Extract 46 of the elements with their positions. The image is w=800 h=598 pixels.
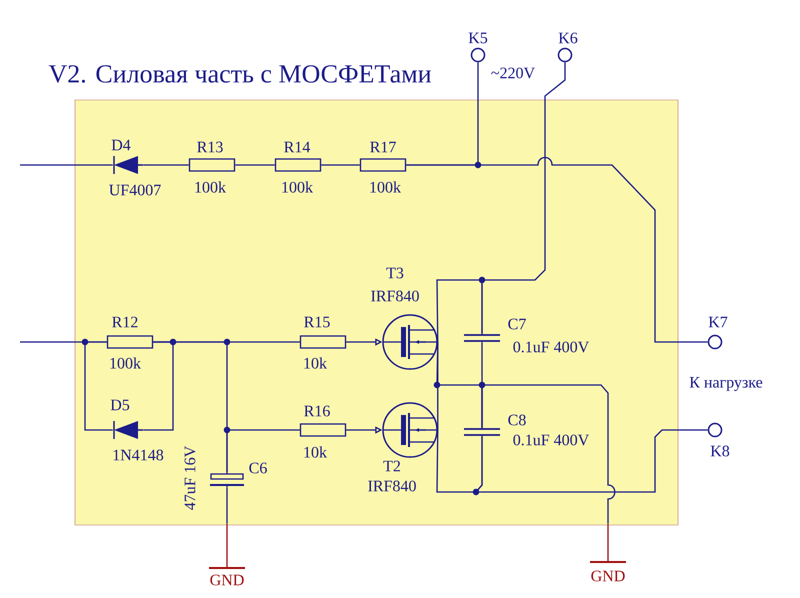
part-label: C6	[249, 462, 267, 474]
wire	[20, 164, 113, 166]
value-label: IRF840	[368, 480, 416, 492]
part-label: T3	[386, 268, 404, 278]
value-label: 100k	[110, 357, 141, 369]
part-label: K7	[708, 316, 728, 328]
value-label: 100k	[282, 181, 313, 193]
part-label: GND	[210, 574, 244, 586]
part-label: C7	[508, 318, 526, 330]
part-label: R16	[304, 406, 330, 416]
part-label: T2	[383, 460, 400, 472]
value-label: 10k	[304, 446, 327, 458]
part-label: GND	[591, 570, 625, 582]
output-label: К нагрузке	[690, 377, 762, 391]
wire	[406, 157, 708, 343]
part-label: C8	[508, 414, 526, 426]
wire	[226, 487, 228, 524]
part-label: R12	[112, 316, 138, 328]
wire	[226, 429, 300, 473]
title: V2. Силовая часть с МОСФЕТами	[48, 65, 431, 83]
value-label: IRF840	[371, 290, 419, 302]
voltage-label: ~220V	[491, 68, 535, 78]
value-label: 0.1uF 400V	[513, 434, 590, 446]
part-label: K8	[710, 446, 730, 456]
value-label: 1N4148	[114, 450, 164, 460]
value-label: 100k	[370, 181, 401, 193]
wire	[481, 384, 616, 524]
wire	[143, 164, 189, 166]
part-label: R15	[304, 316, 330, 328]
part-label: K5	[468, 32, 488, 44]
value-label: 10k	[304, 357, 327, 369]
part-label: D4	[112, 140, 131, 150]
wire	[474, 429, 708, 493]
part-label: R14	[284, 142, 310, 152]
part-label: R13	[197, 142, 223, 152]
value-label: UF4007	[109, 184, 161, 196]
wire	[84, 341, 113, 431]
value-label: 47uF 16V	[184, 446, 196, 510]
wire	[436, 279, 483, 342]
value-label: 0.1uF 400V	[513, 342, 590, 352]
value-label: 100k	[195, 181, 226, 193]
part-label: D5	[110, 400, 130, 410]
wire	[235, 164, 275, 166]
part-label: K6	[558, 32, 578, 44]
part-label: R17	[370, 142, 396, 152]
wire	[321, 164, 360, 166]
